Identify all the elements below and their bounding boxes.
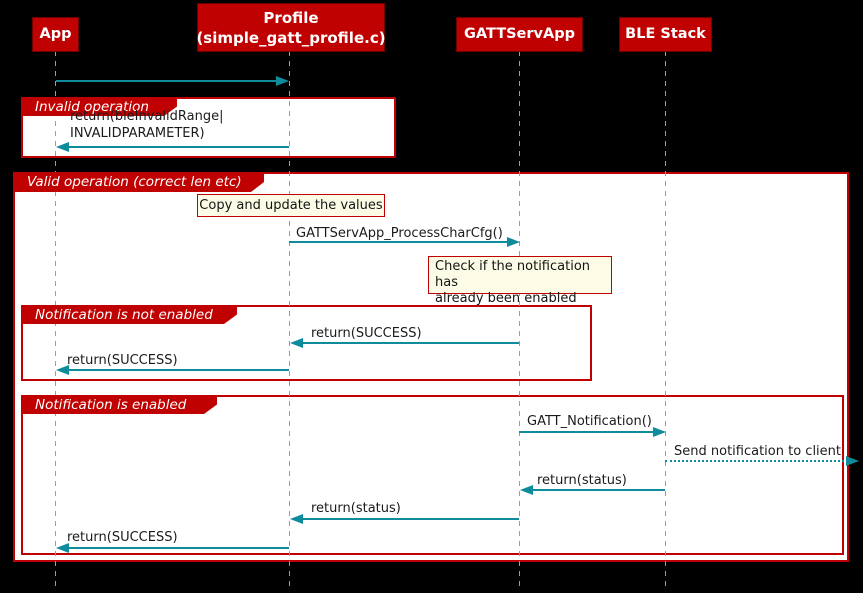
- frame-tab-notification-enabled-label: Notification is enabled: [35, 396, 187, 413]
- message-send-notification: Send notification to client: [674, 444, 842, 459]
- arrow-gatt-to-profile-success: [296, 342, 519, 344]
- message-return-invalid-line2: INVALIDPARAMETER): [70, 126, 205, 141]
- participant-gattservapp-label: GATTServApp: [464, 26, 575, 42]
- participant-app-label: App: [39, 26, 72, 42]
- arrowhead-app-to-profile: [276, 76, 289, 86]
- arrow-gatt-to-ble: [519, 431, 659, 433]
- arrow-ble-to-client: [665, 460, 848, 462]
- note-check-notification-line2: already been enabled: [435, 291, 577, 306]
- note-check-notification: Check if the notification has already be…: [428, 256, 612, 306]
- arrow-profile-to-app-final: [62, 547, 289, 549]
- message-return-status-1: return(status): [537, 473, 627, 488]
- frame-tab-invalid-operation: Invalid operation: [21, 97, 177, 116]
- participant-profile-sublabel: (simple_gatt_profile.c): [196, 28, 386, 47]
- arrowhead-profile-to-app-invalid: [56, 142, 69, 152]
- frame-tab-notification-not-enabled-label: Notification is not enabled: [35, 306, 213, 323]
- arrowhead-gatt-to-profile-status: [290, 514, 303, 524]
- arrowhead-ble-to-client: [846, 456, 859, 466]
- note-check-notification-line1: Check if the notification has: [435, 259, 591, 290]
- participant-gattservapp: GATTServApp: [456, 17, 583, 52]
- arrow-app-to-profile: [56, 80, 278, 82]
- message-gatt-notification: GATT_Notification(): [527, 414, 652, 429]
- participant-ble-stack-label: BLE Stack: [625, 26, 706, 42]
- arrowhead-profile-to-app-success: [56, 365, 69, 375]
- participant-profile: Profile (simple_gatt_profile.c): [196, 3, 386, 52]
- participant-ble-stack: BLE Stack: [619, 17, 712, 52]
- arrow-ble-to-gatt-status: [526, 489, 665, 491]
- note-copy-update-values: Copy and update the values: [197, 194, 385, 217]
- frame-tab-valid-operation-label: Valid operation (correct len etc): [27, 174, 242, 190]
- frame-tab-notification-enabled: Notification is enabled: [21, 395, 217, 414]
- arrowhead-gatt-to-profile-success: [290, 338, 303, 348]
- arrowhead-gatt-to-ble: [653, 427, 666, 437]
- arrowhead-profile-to-app-final: [56, 543, 69, 553]
- lifeline-gattservapp: [519, 51, 520, 588]
- arrow-profile-to-app-success: [62, 369, 289, 371]
- message-return-success-3: return(SUCCESS): [67, 530, 178, 545]
- note-copy-update-values-text: Copy and update the values: [199, 198, 383, 213]
- participant-app: App: [32, 17, 79, 52]
- frame-tab-valid-operation: Valid operation (correct len etc): [13, 172, 264, 192]
- arrowhead-ble-to-gatt-status: [520, 485, 533, 495]
- arrow-profile-to-gatt: [289, 241, 513, 243]
- frame-tab-notification-not-enabled: Notification is not enabled: [21, 305, 237, 324]
- message-process-char-cfg: GATTServApp_ProcessCharCfg(): [296, 226, 503, 241]
- message-return-invalid: return(bleInvalidRange| INVALIDPARAMETER…: [70, 108, 223, 142]
- message-return-invalid-line1: return(bleInvalidRange|: [70, 109, 224, 124]
- lifeline-profile: [289, 51, 290, 588]
- message-return-status-2: return(status): [311, 501, 401, 516]
- arrowhead-profile-to-gatt: [507, 237, 520, 247]
- message-return-success-1: return(SUCCESS): [311, 326, 422, 341]
- message-return-success-2: return(SUCCESS): [67, 353, 178, 368]
- participant-profile-label: Profile: [263, 8, 319, 27]
- frame-notification-enabled: [21, 395, 844, 555]
- arrow-gatt-to-profile-status: [296, 518, 519, 520]
- frame-tab-invalid-operation-label: Invalid operation: [35, 98, 149, 115]
- lifeline-ble-stack: [665, 51, 666, 588]
- arrow-profile-to-app-invalid: [62, 146, 289, 148]
